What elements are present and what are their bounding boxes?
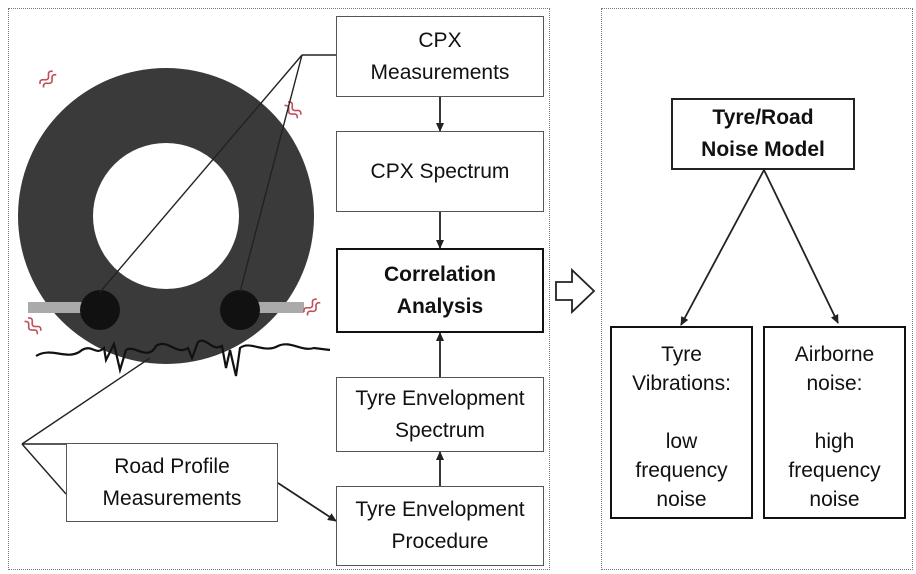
cpx-callout-lines (99, 54, 336, 293)
correlation-analysis-box: Correlation Analysis (336, 248, 544, 333)
hollow-arrow-right-icon (555, 267, 596, 315)
left-panel (8, 8, 550, 570)
cpx-spectrum-box: CPX Spectrum (336, 131, 544, 212)
vibration-icon (24, 317, 42, 335)
right-panel (601, 8, 913, 570)
flow-arrows (277, 97, 839, 522)
cpx-measurements-box: CPX Measurements (336, 16, 544, 97)
vibration-icons (24, 70, 321, 335)
road-callout-lines (21, 357, 151, 495)
tyre-road-noise-model-box: Tyre/Road Noise Model (671, 98, 855, 170)
microphone-bar-left (28, 302, 96, 313)
microphone-icon-left (80, 290, 120, 330)
microphone-icon-right (220, 290, 260, 330)
tyre-envelopment-procedure-box: Tyre Envelopment Procedure (336, 486, 544, 566)
microphone-bar-right (238, 302, 304, 313)
road-profile-measurements-box: Road Profile Measurements (66, 443, 278, 522)
road-profile-icon (35, 339, 331, 377)
tyre-icon (18, 68, 314, 364)
vibration-icon (39, 70, 57, 88)
tyre-vibrations-box: Tyre Vibrations: low frequency noise (610, 326, 753, 519)
vibration-icon (303, 298, 321, 316)
tyre-envelopment-spectrum-box: Tyre Envelopment Spectrum (336, 377, 544, 452)
airborne-noise-box: Airborne noise: high frequency noise (763, 326, 906, 519)
